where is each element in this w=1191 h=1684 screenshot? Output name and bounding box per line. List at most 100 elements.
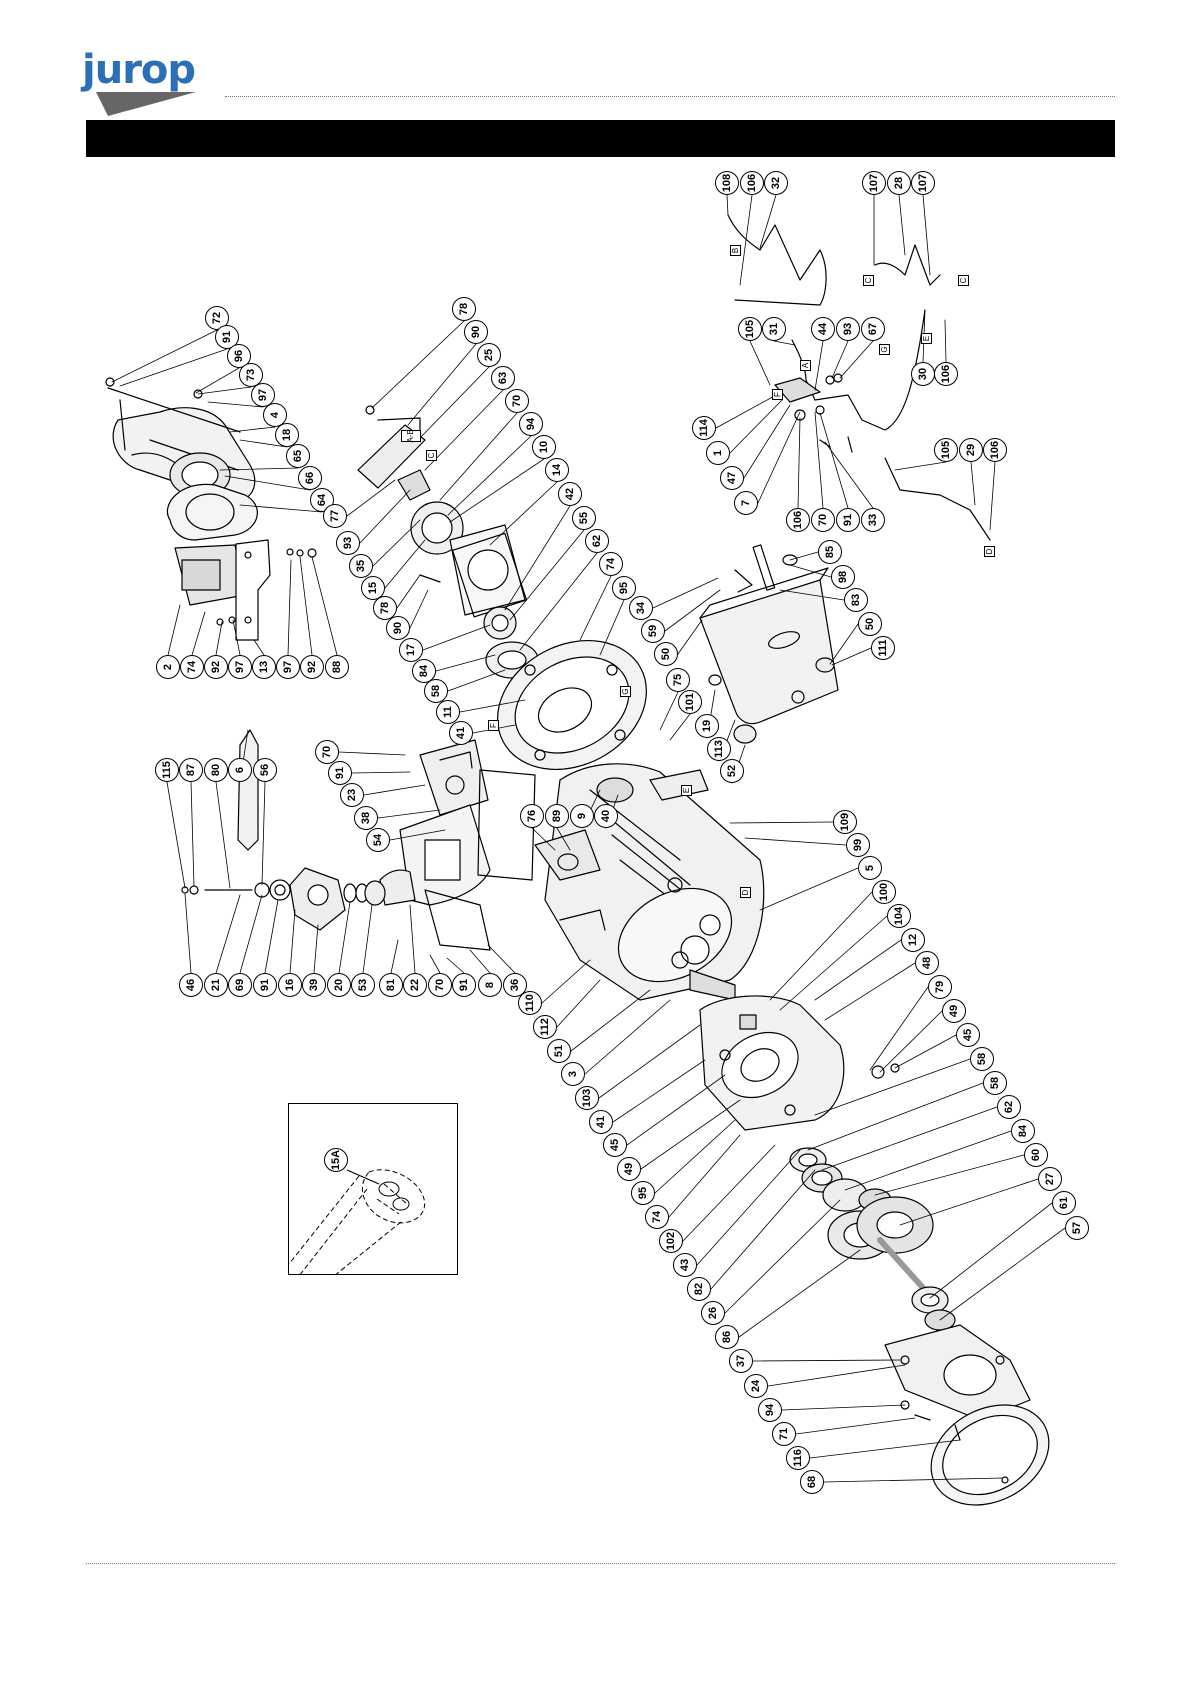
callout-42: 42: [558, 482, 582, 506]
callout-label: 24: [749, 1379, 762, 1393]
callout-label: 93: [841, 322, 854, 336]
callout-label: 58: [975, 1052, 988, 1066]
callout-label: 92: [305, 660, 318, 674]
callout-100: 100: [872, 880, 896, 904]
callout-92: 92: [300, 655, 324, 679]
callout-label: 74: [650, 1210, 663, 1224]
callout-48: 48: [915, 951, 939, 975]
callout-23: 23: [340, 783, 364, 807]
callout-89: 89: [545, 804, 569, 828]
callout-label: 108: [720, 173, 733, 193]
callout-92: 92: [204, 655, 228, 679]
callout-label: 72: [210, 311, 223, 325]
callout-label: 19: [700, 719, 713, 733]
callout-label: 94: [524, 417, 537, 431]
callout-50: 50: [654, 642, 678, 666]
callout-label: 105: [939, 440, 952, 460]
callout-91: 91: [836, 508, 860, 532]
callout-label: 10: [537, 440, 550, 454]
connector-tag-a-b: A-B: [401, 429, 421, 443]
callout-label: 111: [876, 639, 889, 657]
callout-label: 20: [332, 978, 345, 992]
callout-108: 108: [715, 171, 739, 195]
callout-label: 34: [634, 601, 647, 615]
callout-30: 30: [911, 362, 935, 386]
callout-55: 55: [572, 506, 596, 530]
callout-label: 63: [496, 371, 509, 385]
callout-label: 113: [712, 740, 725, 758]
callout-label: 18: [280, 428, 293, 442]
callout-label: 40: [599, 809, 612, 823]
callout-label: 104: [892, 906, 905, 926]
callout-83: 83: [844, 588, 868, 612]
logo-wordmark: jurop: [82, 47, 196, 93]
callout-29: 29: [959, 438, 983, 462]
callout-70: 70: [505, 389, 529, 413]
callout-91: 91: [328, 761, 352, 785]
connector-tag-label: E: [921, 335, 931, 342]
callout-label: 23: [345, 788, 358, 802]
callout-109: 109: [833, 810, 857, 834]
callout-label: 46: [184, 978, 197, 992]
callout-label: 74: [185, 660, 198, 674]
callout-81: 81: [379, 973, 403, 997]
callout-24: 24: [744, 1374, 768, 1398]
callout-44: 44: [811, 317, 835, 341]
callout-label: 77: [328, 509, 341, 523]
callout-label: 115: [160, 761, 173, 779]
callout-label: 110: [523, 994, 536, 1012]
suction-chamber: [379, 739, 536, 951]
callout-106: 106: [934, 362, 958, 386]
callout-65: 65: [286, 444, 310, 468]
callout-39: 39: [302, 973, 326, 997]
callout-label: 32: [769, 176, 782, 190]
callout-label: 107: [916, 173, 929, 193]
callout-116: 116: [786, 1446, 810, 1470]
callout-label: 50: [863, 617, 876, 631]
callout-59: 59: [641, 619, 665, 643]
callout-106: 106: [786, 508, 810, 532]
callout-45: 45: [603, 1133, 627, 1157]
callout-11: 11: [436, 700, 460, 724]
callout-label: 56: [258, 763, 271, 777]
callout-label: 74: [604, 557, 617, 571]
callout-28: 28: [887, 171, 911, 195]
callout-label: 61: [1057, 1196, 1070, 1210]
callout-114: 114: [692, 416, 716, 440]
callout-91: 91: [253, 973, 277, 997]
connector-tag-a: A: [800, 360, 811, 371]
callout-115: 115: [155, 758, 179, 782]
silencer-body: [699, 544, 839, 744]
callout-label: 78: [378, 601, 391, 615]
connector-tag-e: E: [921, 333, 932, 344]
callout-label: 94: [763, 1403, 776, 1417]
callout-label: 95: [636, 1186, 649, 1200]
connector-tag-f: F: [772, 389, 783, 400]
callout-label: 50: [659, 647, 672, 661]
callout-76: 76: [520, 804, 544, 828]
callout-label: 36: [508, 978, 521, 992]
callout-74: 74: [180, 655, 204, 679]
callout-91: 91: [452, 973, 476, 997]
callout-label: 55: [577, 511, 590, 525]
callout-41: 41: [449, 721, 473, 745]
callout-label: 84: [1016, 1124, 1029, 1138]
callout-63: 63: [491, 366, 515, 390]
callout-17: 17: [399, 638, 423, 662]
callout-112: 112: [533, 1015, 557, 1039]
callout-93: 93: [336, 531, 360, 555]
callout-15A: 15A: [324, 1148, 348, 1172]
callout-label: 14: [550, 463, 563, 477]
callout-label: 58: [429, 684, 442, 698]
callout-label: 47: [725, 471, 738, 485]
logo-wedge-icon: [96, 92, 196, 116]
callout-label: 89: [550, 809, 563, 823]
callout-57: 57: [1065, 1216, 1089, 1240]
callout-label: 38: [359, 811, 372, 825]
callout-label: 97: [281, 660, 294, 674]
callout-label: 7: [739, 499, 752, 507]
callout-95: 95: [631, 1181, 655, 1205]
callout-97: 97: [228, 655, 252, 679]
callout-105: 105: [738, 317, 762, 341]
